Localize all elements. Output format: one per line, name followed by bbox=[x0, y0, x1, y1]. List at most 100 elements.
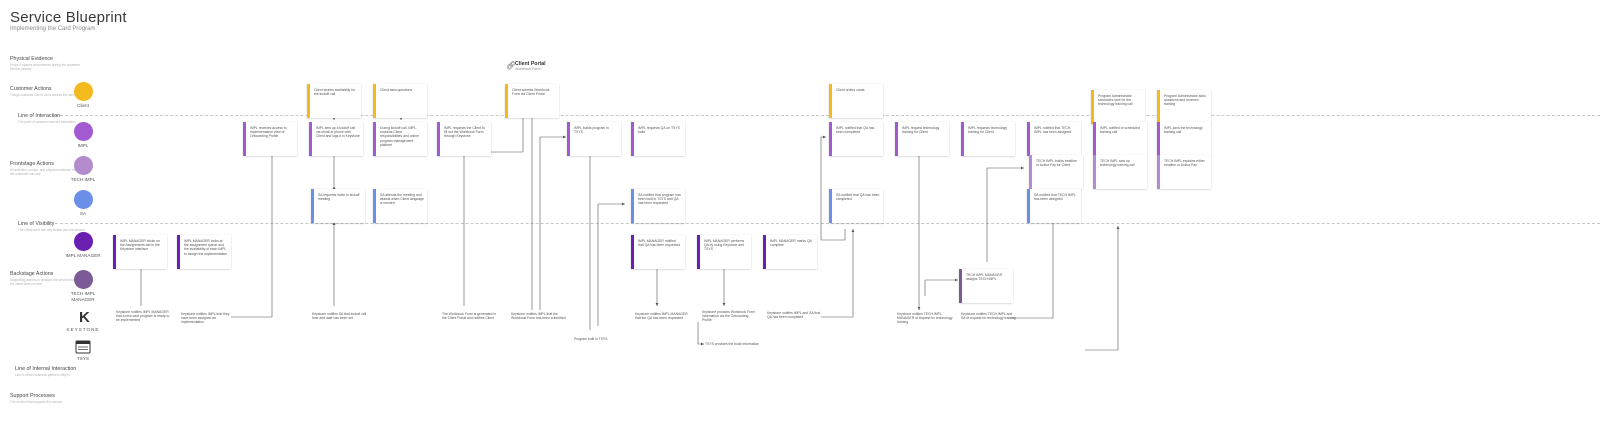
actor-tech-impl-manager: TECH IMPL MANAGER bbox=[63, 270, 103, 302]
card-impl-action: IMPL requests technology training for Cl… bbox=[961, 122, 1015, 156]
card-sa-action: SA notified that TECH IMPL has been assi… bbox=[1027, 189, 1081, 223]
card-tech-impl-manager-action: TECH IMPL MANAGER assigns TECH IMPL bbox=[959, 269, 1013, 303]
lane-title: Line of Visibility bbox=[18, 221, 55, 227]
actor-label: KEYSTONE bbox=[66, 327, 100, 332]
card-sa-action: SA notified that QA has been completed bbox=[829, 189, 883, 223]
actor-tech-impl: TECH IMPL bbox=[63, 156, 103, 183]
card-impl-action: IMPL receives access to implementation v… bbox=[243, 122, 297, 156]
impl-manager-circle-icon bbox=[73, 232, 93, 251]
lane-description: Props & spaces encountered during the cu… bbox=[10, 63, 80, 71]
lane-line-of-interaction: Line of Interaction The point of custome… bbox=[18, 113, 88, 124]
card-impl-action: IMPL sets up a kickoff call via email or… bbox=[309, 122, 363, 156]
lane-description: Things customer has to do to access the … bbox=[10, 93, 79, 97]
card-impl-action: IMPL requests QA on TSYS build bbox=[631, 122, 685, 156]
card-customer-action: Client shares availability for the kicko… bbox=[307, 84, 361, 118]
support-note: Keystone notifies IMPL and SA that QA ha… bbox=[767, 311, 821, 320]
card-customer-action: Program Administrator asks questions and… bbox=[1157, 90, 1211, 124]
support-note: Keystone notifies SA that kickoff call t… bbox=[312, 312, 367, 321]
card-impl-action: IMPL notified of scheduled training call bbox=[1093, 122, 1147, 156]
card-impl-action: During kickoff call, IMPL explains Clien… bbox=[373, 122, 427, 156]
card-sa-action: SA requests invite to kickoff meeting bbox=[311, 189, 365, 223]
line-of-visibility-separator bbox=[55, 223, 1600, 224]
card-impl-action: IMPL builds program in TSYS bbox=[567, 122, 621, 156]
client-circle-icon bbox=[73, 82, 93, 101]
card-impl-action: IMPL notified that TECH IMPL has been as… bbox=[1027, 122, 1081, 156]
lane-title: Physical Evidence bbox=[10, 56, 53, 62]
sa-circle-icon bbox=[73, 190, 93, 209]
card-sa-action: SA attends the meeting and assists when … bbox=[373, 189, 427, 223]
card-tech-impl-action: TECH IMPL explains either treatline or A… bbox=[1157, 155, 1211, 189]
card-impl-action: IMPL requests the Client to fill out the… bbox=[437, 122, 491, 156]
card-impl-manager-action: IMPL MANAGER clicks on the Assignments t… bbox=[113, 235, 167, 269]
lane-title: Line of Interaction bbox=[18, 113, 61, 119]
support-note: Keystone notifies IMPL MANAGER that a ne… bbox=[116, 310, 170, 323]
portal-title: Client Portal bbox=[515, 61, 546, 67]
client-portal-evidence: 🔗︎ Client Portal Workbook Form bbox=[506, 61, 546, 71]
line-of-interaction-separator bbox=[55, 115, 1600, 116]
lane-description: All activities, people, and physical evi… bbox=[10, 168, 78, 176]
actor-label: Client bbox=[77, 103, 89, 108]
actor-label: SA bbox=[79, 211, 87, 216]
lane-title: Backstage Actions bbox=[10, 271, 54, 277]
lane-backstage-actions: Backstage Actions Supporting actions to … bbox=[10, 271, 80, 286]
link-icon: 🔗︎ bbox=[506, 61, 517, 70]
lane-frontstage-actions: Frontstage Actions All activities, peopl… bbox=[10, 161, 80, 176]
lane-title: Frontstage Actions bbox=[10, 161, 54, 167]
lane-physical-evidence: Physical Evidence Props & spaces encount… bbox=[10, 56, 80, 71]
lane-title: Line of Internal Interaction bbox=[15, 366, 77, 372]
support-note: Keystone notifies IMPL that the Workbook… bbox=[511, 312, 566, 321]
card-impl-action: IMPL request technology training for Cli… bbox=[895, 122, 949, 156]
card-customer-action: Program Administrator schedules time for… bbox=[1091, 90, 1145, 124]
lane-description: The service that supports the service bbox=[10, 400, 63, 404]
lane-customer-actions: Customer Actions Things customer has to … bbox=[10, 86, 80, 97]
lane-line-of-visibility: Line of Visibility The Client can't see … bbox=[18, 221, 88, 232]
actor-impl: IMPL bbox=[63, 122, 103, 149]
card-impl-manager-action: IMPL MANAGER performs QA by using Keysto… bbox=[697, 235, 751, 269]
card-impl-manager-action: IMPL MANAGER looks at the assignment que… bbox=[177, 235, 231, 269]
lane-title: Support Processes bbox=[10, 393, 55, 399]
lane-description: Supporting actions to produce the servic… bbox=[10, 278, 75, 286]
card-sa-action: SA notified that program has been built … bbox=[631, 189, 685, 223]
actor-label: IMPL bbox=[77, 143, 89, 148]
card-impl-manager-action: IMPL MANAGER marks QA complete bbox=[763, 235, 817, 269]
portal-subtitle: Workbook Form bbox=[515, 67, 541, 71]
impl-circle-icon bbox=[73, 122, 93, 141]
lane-title: Customer Actions bbox=[10, 86, 52, 92]
lane-support-processes: Support Processes The service that suppo… bbox=[10, 393, 80, 404]
keystone-logo: K bbox=[79, 309, 90, 326]
support-note: Keystone notifies TECH IMPL and SA of re… bbox=[961, 312, 1016, 321]
card-customer-action: Client asks questions bbox=[373, 84, 427, 118]
card-impl-action: IMPL joins the technology training call bbox=[1157, 122, 1211, 156]
lane-description: Line in which business partners step in bbox=[15, 373, 70, 377]
lane-description: The point of customer-service interactio… bbox=[18, 120, 76, 124]
lane-description: The Client can't see any further into th… bbox=[18, 228, 85, 232]
card-impl-manager-action: IMPL MANAGER notified that QA has been r… bbox=[631, 235, 685, 269]
page-title: Service Blueprint bbox=[10, 9, 127, 26]
actor-sa: SA bbox=[63, 190, 103, 217]
actor-label: IMPL MANAGER bbox=[65, 253, 101, 258]
card-impl-action: IMPL notified that QA has been completed bbox=[829, 122, 883, 156]
tsys-window-icon bbox=[75, 340, 91, 354]
actor-keystone: KEYSTONE bbox=[63, 325, 103, 333]
tech-impl-manager-circle-icon bbox=[73, 270, 93, 289]
tech-impl-circle-icon bbox=[73, 156, 93, 175]
card-tech-impl-action: TECH IMPL sets up technology training ca… bbox=[1093, 155, 1147, 189]
card-tech-impl-action: TECH IMPL builds treatline or Activa Pay… bbox=[1029, 155, 1083, 189]
support-note: Keystone notifies IMPL that they have be… bbox=[181, 312, 230, 325]
card-customer-action: Client submits Workbook Form via Client … bbox=[505, 84, 559, 118]
actor-impl-manager: IMPL MANAGER bbox=[63, 232, 103, 259]
support-note: Program built in TSYS bbox=[574, 337, 608, 341]
actor-label: TECH IMPL MANAGER bbox=[70, 291, 96, 302]
support-note: The Workbook Form is generated in the Cl… bbox=[442, 312, 497, 321]
actor-label: TSYS bbox=[77, 356, 89, 361]
support-note: TSYS provides the build information bbox=[705, 342, 760, 346]
actor-label: TECH IMPL bbox=[70, 177, 96, 182]
actor-tsys: TSYS bbox=[63, 340, 103, 362]
actor-client: Client bbox=[63, 82, 103, 109]
support-note: Keystone notifies IMPL MANAGER that the … bbox=[635, 312, 688, 321]
page-subtitle: Implementing the Card Program bbox=[10, 26, 96, 32]
card-customer-action: Client orders cards bbox=[829, 84, 883, 118]
support-note: Keystone provides Workbook Form informat… bbox=[702, 310, 755, 323]
support-note: Keystone notifies TECH IMPL MANAGER of r… bbox=[897, 312, 953, 325]
